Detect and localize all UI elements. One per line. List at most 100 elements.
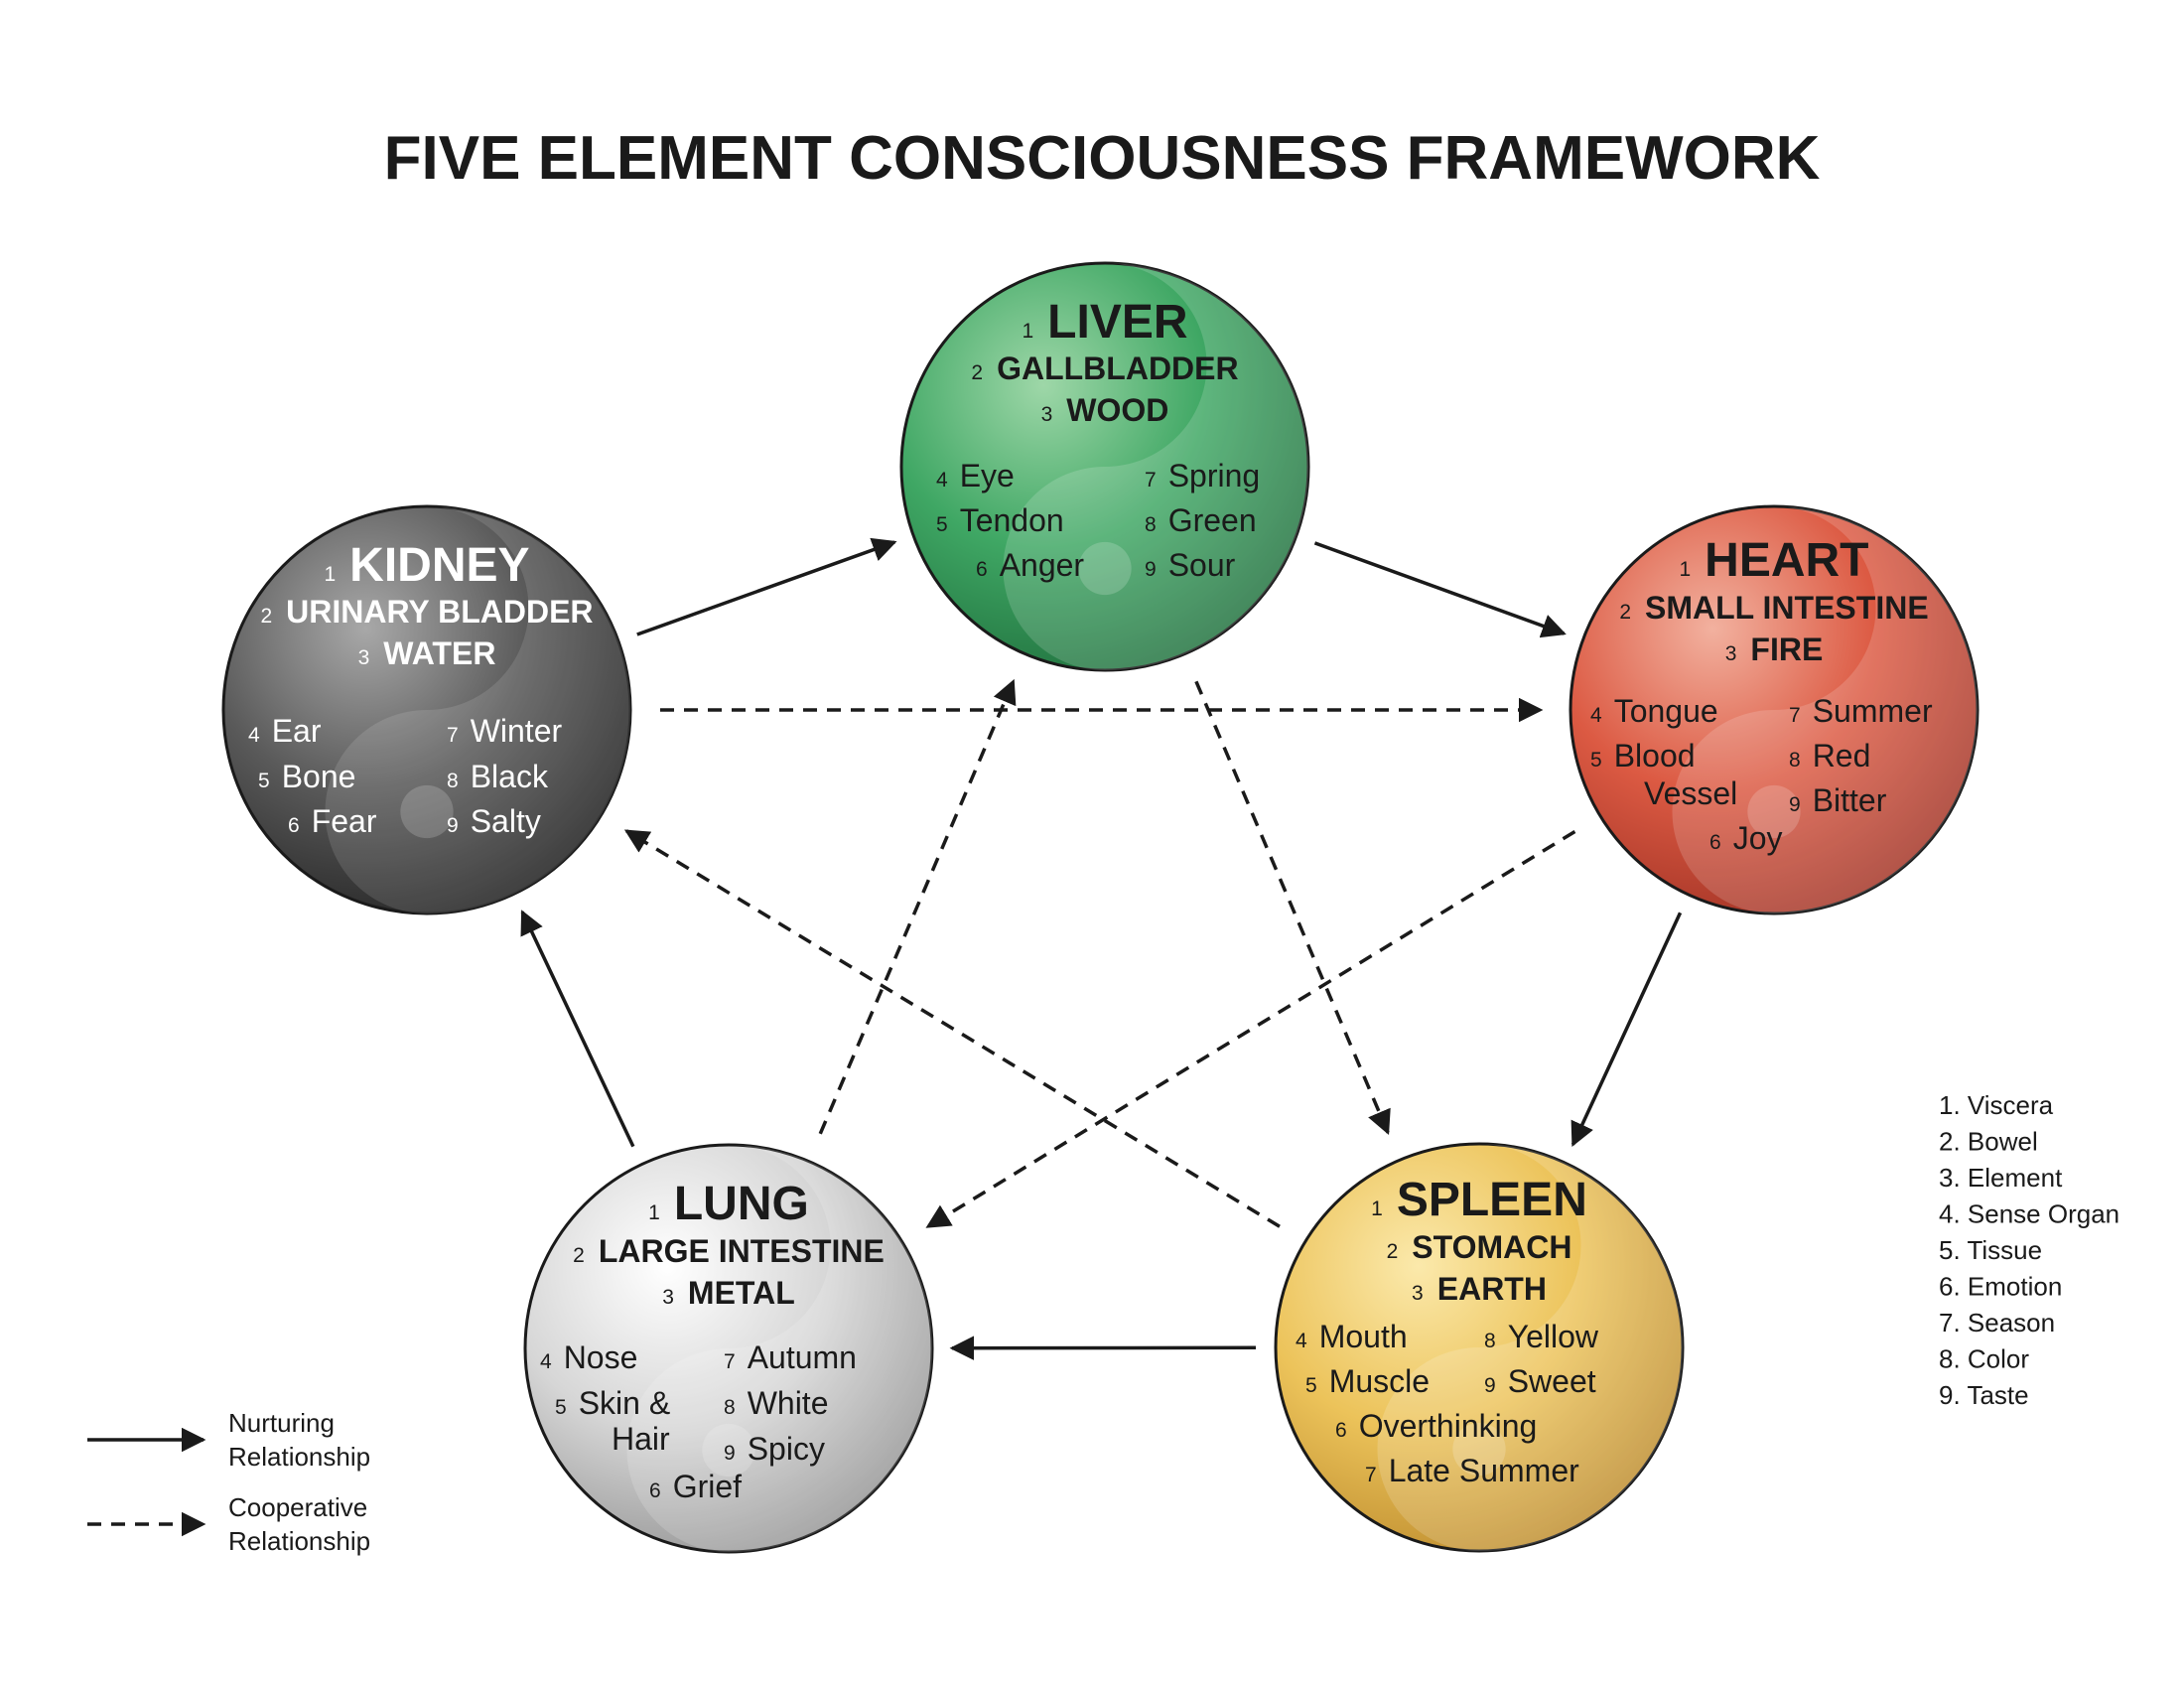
key-item: 3. Element [1939,1163,2063,1193]
spleen-attribute-label: Mouth [1319,1319,1408,1354]
spleen-attribute-number: 5 [1305,1374,1317,1397]
spleen-bowel-number: 2 [1387,1240,1399,1263]
lung-attribute-label: White [748,1385,829,1421]
lung-attribute-label: Skin & [579,1385,670,1421]
kidney-element-number: 3 [358,646,370,669]
key-item: 4. Sense Organ [1939,1199,2119,1229]
nurturing-arrow-liver-to-heart [1313,541,1567,638]
lung-circle [523,1143,934,1554]
liver-bowel-label: GALLBLADDER [997,351,1239,386]
liver-element-line: 3 WOOD [1041,392,1169,428]
liver-element-label: WOOD [1066,392,1168,428]
heart-yin-yang-dot-icon [1747,784,1801,839]
nurturing-arrow-lung-to-kidney [520,910,635,1148]
lung-element-number: 3 [662,1286,674,1309]
spleen-attribute: 5 Muscle [1305,1363,1430,1399]
liver-attribute-label: Spring [1168,458,1261,493]
lung-attribute-number: 7 [724,1350,736,1373]
heart-circle [1569,504,1979,915]
liver-attribute-label: Sour [1168,547,1236,583]
spleen-attribute-label: Sweet [1508,1363,1596,1399]
heart-bowel-label: SMALL INTESTINE [1645,590,1929,626]
lung-attribute: 7 Autumn [724,1339,857,1375]
spleen-attribute-number: 8 [1484,1330,1496,1352]
heart-attribute-label: Bitter [1813,782,1887,818]
liver-bowel-number: 2 [971,361,983,384]
liver-element-number: 3 [1041,403,1053,426]
lung-attribute-number: 9 [724,1442,736,1465]
kidney-circle [221,504,632,915]
nurturing-arrow-kidney-to-liver [636,537,897,636]
spleen-attribute-label: Late Summer [1389,1453,1579,1488]
liver-bowel-line: 2 GALLBLADDER [971,351,1238,386]
heart-attribute: Vessel [1644,775,1737,811]
liver-viscera-number: 1 [1022,320,1033,343]
liver-circle [899,261,1310,672]
liver-attribute-number: 9 [1145,558,1157,581]
key-item: 5. Tissue [1939,1235,2042,1265]
spleen-attribute-number: 6 [1335,1419,1347,1442]
lung-yin-yang-dot-icon [702,1423,755,1477]
kidney-bowel-number: 2 [260,605,272,628]
kidney-element-line: 3 WATER [358,635,496,671]
liver-attribute-number: 4 [936,469,948,492]
kidney-bowel-label: URINARY BLADDER [286,594,593,630]
liver-attribute-label: Anger [1000,547,1085,583]
lung-element-label: METAL [688,1275,795,1311]
lung-attribute-number: 6 [649,1479,661,1502]
lung-attribute-label: Nose [564,1339,638,1375]
lung-viscera-number: 1 [648,1201,660,1224]
heart-element-label: FIRE [1750,632,1823,667]
liver-attribute-number: 5 [936,513,948,536]
key-item: 7. Season [1939,1308,2055,1337]
heart-viscera-label: HEART [1705,534,1868,587]
cooperative-arrow-lung-to-liver [818,678,1017,1135]
cooperative-arrow-liver-to-spleen [1194,680,1391,1135]
lung-attribute-label: Spicy [748,1431,825,1467]
spleen-yin-yang-icon [1377,1144,1683,1551]
liver-attribute-label: Green [1168,502,1257,538]
kidney-element-label: WATER [383,635,495,671]
spleen-attribute-number: 9 [1484,1374,1496,1397]
liver-attribute: 4 Eye [936,458,1015,493]
liver-yin-yang-dot-icon [1078,541,1132,596]
lung-element-line: 3 METAL [662,1275,795,1311]
spleen-element-label: EARTH [1437,1271,1547,1307]
lung-attribute-number: 5 [555,1396,567,1419]
key-item: 2. Bowel [1939,1127,2038,1157]
kidney-attribute-label: Ear [272,713,322,749]
legend-nurturing-line2: Relationship [228,1442,370,1472]
key-item: 6. Emotion [1939,1272,2062,1302]
kidney-attribute-label: Winter [471,713,563,749]
spleen-attribute-label: Muscle [1329,1363,1430,1399]
liver-viscera-label: LIVER [1047,296,1187,349]
spleen-circle [1274,1142,1685,1553]
liver-attribute-label: Eye [960,458,1015,493]
lung-attribute-label: Autumn [748,1339,857,1375]
spleen-yin-yang-dot-icon [1452,1422,1506,1477]
heart-attribute-number: 6 [1709,831,1721,854]
